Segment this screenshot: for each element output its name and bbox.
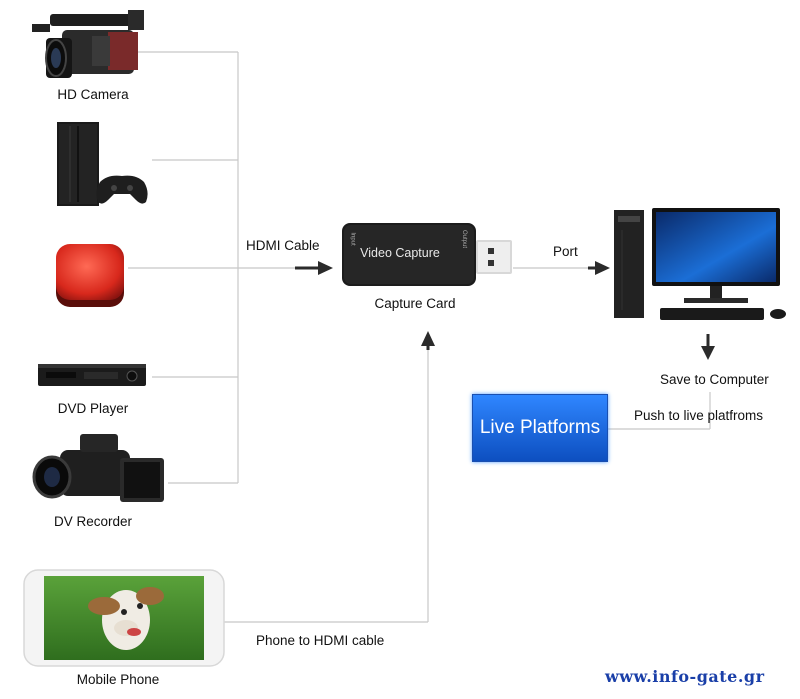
port-label: Port: [553, 244, 578, 259]
source-label-dvd-player: DVD Player: [57, 401, 129, 416]
source-label-hd-camera: HD Camera: [57, 87, 129, 102]
game-console-icon: [57, 122, 148, 206]
hdmi-cable-label: HDMI Cable: [246, 238, 320, 253]
phone-cable-line: [222, 331, 435, 623]
hd-camera-icon: [32, 10, 144, 78]
capture-card-icon: [342, 223, 512, 286]
watermark-text: www.info-gate.gr: [605, 667, 765, 686]
capture-card-input-text: Input: [349, 232, 356, 246]
computer-icon: [614, 208, 786, 320]
source-label-mobile-phone: Mobile Phone: [76, 672, 160, 687]
live-platforms-label: Live Platforms: [479, 417, 601, 438]
capture-card-label: Capture Card: [374, 296, 456, 311]
phone-cable-label: Phone to HDMI cable: [256, 633, 385, 648]
hdmi-cable-arrow: [295, 261, 333, 275]
push-line: [606, 392, 711, 430]
capture-card-device-text: Video Capture: [360, 246, 440, 260]
port-arrow: [513, 261, 610, 275]
source-label-dv-recorder: DV Recorder: [53, 514, 133, 529]
save-arrow: [701, 334, 715, 360]
live-platforms-box: Live Platforms: [472, 394, 608, 462]
push-live-label: Push to live platfroms: [634, 408, 764, 423]
capture-card-output-text: Output: [461, 229, 468, 249]
red-device-icon: [56, 244, 124, 307]
mobile-phone-icon: [23, 569, 225, 667]
source-bus-lines: [128, 51, 295, 484]
dvd-player-icon: [38, 364, 146, 386]
save-to-computer-label: Save to Computer: [660, 372, 769, 387]
dv-recorder-icon: [32, 434, 164, 502]
